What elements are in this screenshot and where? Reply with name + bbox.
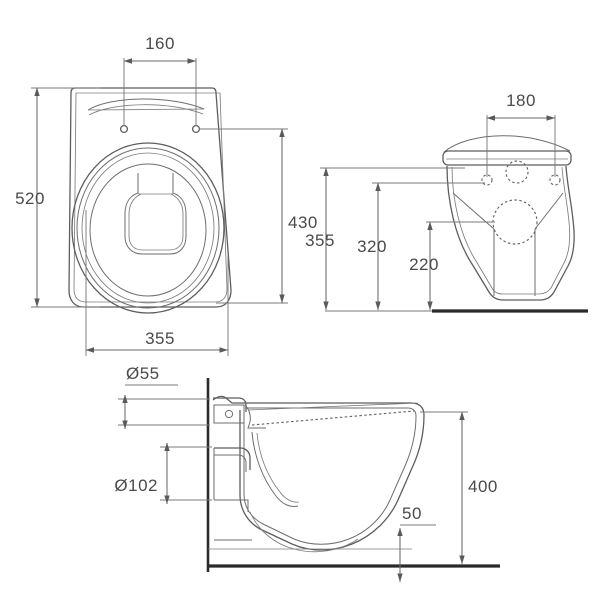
section-view: Ø55 Ø102 400 50 xyxy=(114,364,500,582)
section-seat-hidden-line xyxy=(251,410,415,426)
plan-bolt-hole-left xyxy=(119,124,129,134)
section-waste-outlet-horn-inner xyxy=(214,454,247,472)
dim-plan-355: 355 xyxy=(85,210,229,356)
dim-section-d55: Ø55 xyxy=(118,364,210,429)
rear-fixing-hole-left-hidden xyxy=(481,174,493,186)
dim-section-400-label: 400 xyxy=(468,477,498,496)
plan-seat-arc-inner xyxy=(88,104,204,116)
section-trap-inner-curve-2 xyxy=(256,432,300,503)
section-seat-hinge xyxy=(244,404,266,429)
rear-shoulder-left xyxy=(452,192,495,230)
plan-seat-edge-line xyxy=(87,108,205,111)
plan-bowl-mid xyxy=(76,147,220,309)
rear-seat-slab xyxy=(442,150,572,166)
dim-plan-520-label: 520 xyxy=(15,189,45,208)
dim-rear-220: 220 xyxy=(409,221,495,310)
section-waste-outlet-horn xyxy=(214,447,251,470)
plan-bowl-inner xyxy=(81,152,215,304)
dim-plan-430: 430 xyxy=(199,128,318,304)
dim-rear-180-label: 180 xyxy=(506,91,536,110)
dim-plan-520: 520 xyxy=(15,87,100,308)
plan-bowl-aperture xyxy=(89,163,207,297)
dim-rear-355-label: 355 xyxy=(305,231,335,250)
dim-section-400: 400 xyxy=(420,411,498,564)
plan-flush-channel xyxy=(124,173,187,255)
section-flush-inlet-block xyxy=(213,404,245,424)
section-flush-inlet-port xyxy=(224,409,234,419)
dim-section-d102: Ø102 xyxy=(114,442,212,504)
dim-rear-220-label: 220 xyxy=(409,255,439,274)
dim-section-d55-label: Ø55 xyxy=(126,364,160,383)
rear-inlet-hole-hidden xyxy=(505,160,529,184)
dim-plan-160-label: 160 xyxy=(145,34,175,53)
plan-pan-inner-edge xyxy=(73,92,228,303)
dim-plan-355-label: 355 xyxy=(145,329,175,348)
rear-fixing-hole-right-hidden xyxy=(549,174,561,186)
section-trap-inner-curve xyxy=(251,431,299,507)
dim-plan-430-label: 430 xyxy=(288,213,318,232)
plan-bowl-outer xyxy=(71,142,225,314)
dim-section-d102-label: Ø102 xyxy=(114,476,158,495)
section-outlet-base xyxy=(214,499,249,512)
section-seat-line xyxy=(247,402,419,411)
rear-pan-body xyxy=(446,165,575,301)
rear-waste-outlet-hidden-circle xyxy=(492,199,538,245)
rear-pan-body-inner xyxy=(451,166,571,295)
dim-section-50: 50 xyxy=(397,504,436,582)
dim-rear-180: 180 xyxy=(486,91,556,177)
rear-shoulder-right xyxy=(534,192,564,230)
rear-seat-top-curve xyxy=(443,135,571,153)
dim-rear-320-label: 320 xyxy=(357,237,387,256)
plan-seat-arc-outer xyxy=(87,98,205,111)
dim-rear-355: 355 xyxy=(305,167,465,310)
section-bowl-inner-profile xyxy=(243,407,417,545)
section-bowl-outer-profile xyxy=(212,395,425,551)
dim-plan-160: 160 xyxy=(123,34,197,126)
plan-flush-channel-inner xyxy=(128,193,184,251)
dim-rear-320: 320 xyxy=(357,182,485,310)
plan-view: 160 520 430 355 xyxy=(15,34,318,356)
dim-section-50-label: 50 xyxy=(402,504,422,523)
rear-view: 180 355 320 220 xyxy=(305,91,588,313)
plan-bolt-hole-right xyxy=(191,124,201,134)
